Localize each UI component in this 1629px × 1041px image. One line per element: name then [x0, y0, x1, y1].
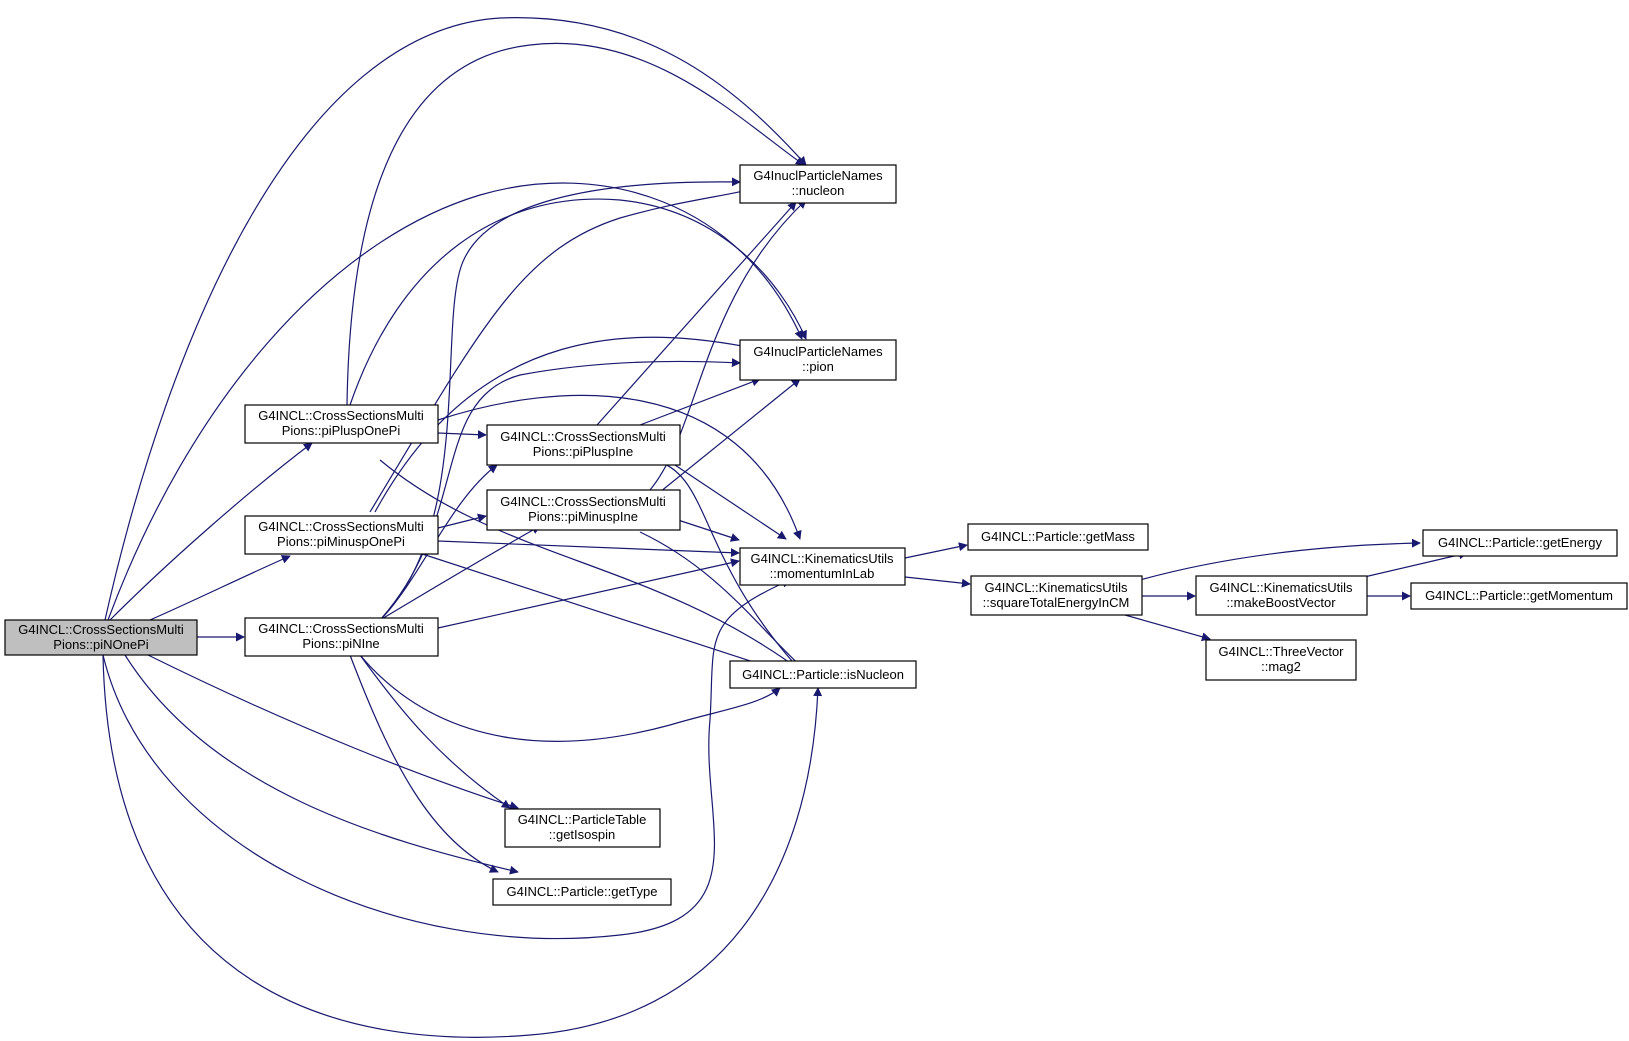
- node-label-line2: ::mag2: [1261, 659, 1301, 674]
- edge-piPluspIne-nucleon: [596, 201, 797, 426]
- node-piPluspIne[interactable]: G4INCL::CrossSectionsMulti Pions::piPlus…: [486, 424, 681, 466]
- node-piMinuspIne[interactable]: G4INCL::CrossSectionsMulti Pions::piMinu…: [486, 489, 681, 531]
- node-label-line2: ::makeBoostVector: [1226, 595, 1336, 610]
- edge-piPluspOnePi-piPluspIne: [437, 430, 487, 440]
- node-label-line1: G4INCL::KinematicsUtils: [750, 551, 894, 566]
- node-nucleon[interactable]: G4InuclParticleNames ::nucleon: [739, 164, 897, 204]
- edge-piNIne-isNucleon: [359, 654, 781, 742]
- node-getType[interactable]: G4INCL::Particle::getType: [492, 878, 672, 906]
- node-mag2[interactable]: G4INCL::ThreeVector ::mag2: [1205, 639, 1357, 681]
- node-piPluspOnePi[interactable]: G4INCL::CrossSectionsMulti Pions::piPlus…: [244, 404, 439, 444]
- node-label-line1: G4INCL::Particle::getEnergy: [1438, 535, 1603, 550]
- edge-piMinuspIne-isNucleon: [639, 531, 806, 671]
- node-piNIne[interactable]: G4INCL::CrossSectionsMulti Pions::piNIne: [244, 617, 439, 657]
- edge-piNIne-getType: [349, 654, 499, 873]
- node-label-line1: G4INCL::CrossSectionsMulti: [258, 621, 424, 636]
- edge-piPluspOnePi-pion: [349, 198, 807, 406]
- edge-piNIne-nucleon: [379, 177, 741, 621]
- edge-piPluspOnePi-isNucleon: [379, 459, 801, 671]
- node-squareTotalEnergyInCM[interactable]: G4INCL::KinematicsUtils ::squareTotalEne…: [970, 575, 1143, 616]
- edge-piNOnePi-pion: [107, 182, 803, 621]
- node-label-line2: Pions::piNIne: [302, 636, 379, 651]
- node-label-line2: ::squareTotalEnergyInCM: [983, 595, 1130, 610]
- node-label-line1: G4INCL::CrossSectionsMulti: [258, 519, 424, 534]
- node-label-line1: G4INCL::CrossSectionsMulti: [258, 408, 424, 423]
- node-label-line2: ::nucleon: [792, 183, 845, 198]
- node-makeBoostVector[interactable]: G4INCL::KinematicsUtils ::makeBoostVecto…: [1195, 575, 1368, 616]
- node-piNOnePi[interactable]: G4INCL::CrossSectionsMulti Pions::piNOne…: [4, 619, 198, 656]
- edge-piPluspOnePi-momentumInLab: [437, 394, 802, 540]
- edge-piNOnePi-nucleon: [104, 17, 807, 621]
- node-label-line2: Pions::piPluspIne: [533, 444, 633, 459]
- node-label-line2: Pions::piNOnePi: [53, 637, 148, 652]
- node-label-line1: G4INCL::CrossSectionsMulti: [500, 429, 666, 444]
- node-getEnergy[interactable]: G4INCL::Particle::getEnergy: [1422, 529, 1618, 557]
- node-label-line2: Pions::piMinuspIne: [528, 509, 638, 524]
- node-label-line2: ::getIsospin: [549, 827, 616, 842]
- edge-piPluspOnePi-nucleon: [346, 42, 805, 406]
- node-getMomentum[interactable]: G4INCL::Particle::getMomentum: [1410, 582, 1628, 610]
- edge-piNOnePi-getType: [124, 654, 519, 875]
- node-label-line1: G4InuclParticleNames: [753, 344, 883, 359]
- edges-layer: [102, 17, 1468, 1038]
- node-label-line1: G4INCL::CrossSectionsMulti: [500, 494, 666, 509]
- edge-piPluspIne-momentumInLab: [659, 454, 787, 540]
- edge-piMinuspIne-momentumInLab: [677, 519, 740, 542]
- node-label-line1: G4INCL::KinematicsUtils: [984, 580, 1128, 595]
- edge-piNIne-momentumInLab: [437, 558, 740, 629]
- edge-squareTotalEnergyInCM-getEnergy: [1139, 538, 1421, 581]
- node-label-line2: ::momentumInLab: [770, 566, 875, 581]
- node-label-line2: Pions::piPluspOnePi: [282, 423, 401, 438]
- edge-piNIne-piMinuspIne: [379, 525, 541, 621]
- node-label-line1: G4INCL::KinematicsUtils: [1209, 580, 1353, 595]
- node-label-line1: G4INCL::Particle::getType: [506, 884, 657, 899]
- edge-piNIne-getIsospin: [359, 654, 511, 809]
- edge-piNOnePi-piMinuspOnePi: [149, 555, 291, 621]
- edge-piNOnePi-getIsospin: [147, 654, 519, 810]
- edge-makeBoostVector-getEnergy: [1359, 550, 1468, 579]
- edge-piNOnePi-piPluspOnePi: [109, 442, 313, 621]
- node-label-line1: G4INCL::CrossSectionsMulti: [18, 622, 184, 637]
- edge-squareTotalEnergyInCM-mag2: [1124, 614, 1211, 642]
- edge-piMinuspIne-pion: [659, 378, 801, 493]
- node-label-line1: G4INCL::Particle::isNucleon: [742, 667, 904, 682]
- edge-piMinuspOnePi-isNucleon: [409, 549, 779, 672]
- edge-piPluspIne-isNucleon: [659, 461, 801, 671]
- node-piMinuspOnePi[interactable]: G4INCL::CrossSectionsMulti Pions::piMinu…: [244, 515, 439, 555]
- nodes-layer: G4INCL::CrossSectionsMulti Pions::piNOne…: [4, 164, 1628, 906]
- node-label-line2: ::pion: [802, 359, 834, 374]
- edge-momentumInLab-squareTotalEnergyInCM: [904, 576, 971, 588]
- node-isNucleon[interactable]: G4INCL::Particle::isNucleon: [729, 660, 917, 689]
- node-label-line2: Pions::piMinuspOnePi: [277, 534, 405, 549]
- node-label-line1: G4INCL::Particle::getMomentum: [1425, 588, 1613, 603]
- edge-piNOnePi-isNucleon: [102, 654, 823, 1038]
- node-momentumInLab[interactable]: G4INCL::KinematicsUtils ::momentumInLab: [739, 547, 906, 586]
- edge-piMinuspOnePi-nucleon: [369, 177, 787, 513]
- edge-piMinuspOnePi-piMinuspIne: [437, 513, 487, 529]
- edge-piNOnePi-momentumInLab: [102, 579, 791, 940]
- edge-piMinuspOnePi-momentumInLab: [437, 540, 740, 558]
- node-label-line1: G4INCL::ThreeVector: [1219, 644, 1345, 659]
- node-label-line1: G4InuclParticleNames: [753, 168, 883, 183]
- node-getMass[interactable]: G4INCL::Particle::getMass: [967, 523, 1149, 551]
- edge-momentumInLab-getMass: [904, 542, 968, 559]
- node-label-line1: G4INCL::Particle::getMass: [981, 529, 1135, 544]
- node-pion[interactable]: G4InuclParticleNames ::pion: [739, 339, 897, 381]
- node-getIsospin[interactable]: G4INCL::ParticleTable ::getIsospin: [504, 808, 661, 848]
- node-label-line1: G4INCL::ParticleTable: [518, 812, 647, 827]
- edge-piPluspIne-pion: [639, 377, 761, 426]
